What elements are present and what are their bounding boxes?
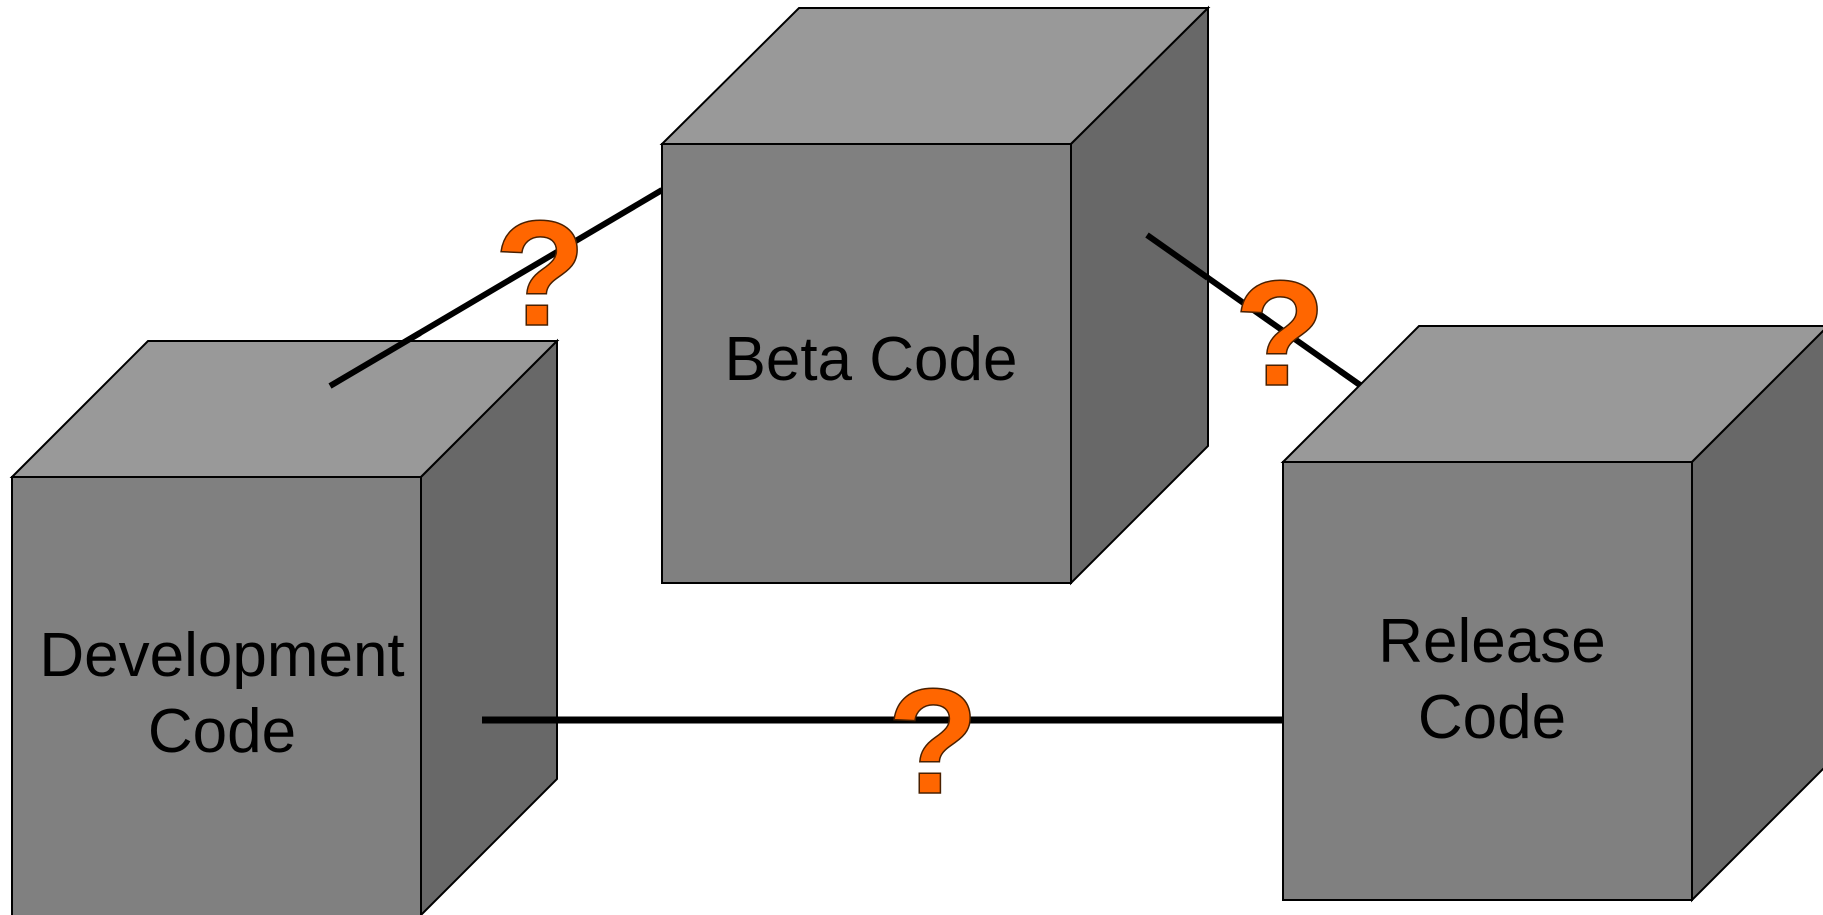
cube-release-label-line1: Release [1378, 607, 1605, 676]
connector-beta-to-release-end [1338, 368, 1362, 388]
cube-release-code: Release Code [1280, 325, 1823, 903]
question-mark-beta-to-release: ? [1234, 249, 1326, 417]
question-mark-dev-to-release: ? [887, 657, 979, 825]
cube-release-front [1282, 461, 1693, 901]
cube-development-code: Development Code [9, 338, 560, 915]
cube-beta-code: Beta Code [659, 5, 1211, 586]
cube-beta-front [661, 143, 1072, 584]
cube-development-front [11, 476, 422, 915]
cube-development-label-line2: Code [148, 697, 296, 766]
connector-beta-to-release-start [1145, 232, 1210, 281]
cube-development-label-line1: Development [39, 621, 404, 690]
cube-beta-label: Beta Code [725, 325, 1018, 394]
connector-dev-to-beta-start [328, 330, 422, 389]
question-mark-dev-to-beta: ? [494, 189, 586, 357]
cube-release-label-line2: Code [1418, 683, 1566, 752]
